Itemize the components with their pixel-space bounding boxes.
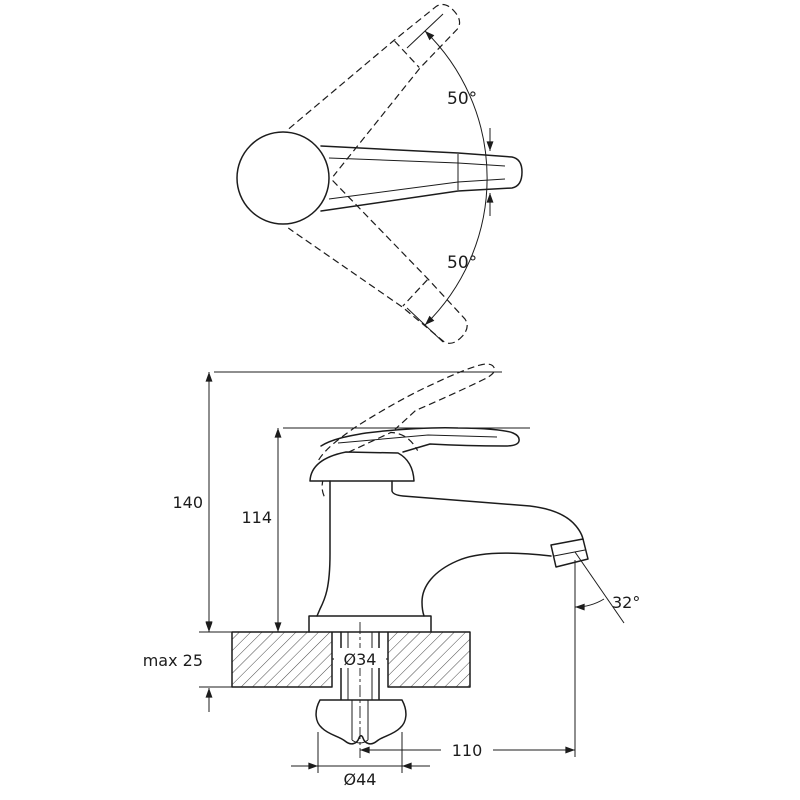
handle-ghost-capline [394, 40, 420, 68]
dim-110-label: 110 [452, 741, 483, 760]
spout-top-edge [391, 480, 585, 553]
handle-rotation-view: 50° 50° [236, 3, 523, 344]
dim-34-label: Ø34 [344, 650, 377, 669]
dim-32-label: 32° [612, 593, 640, 612]
upper-angle-label: 50° [447, 89, 477, 109]
dim-32-arc [574, 598, 605, 611]
dim-spout-angle: 32° [574, 551, 640, 624]
lower-angle-label: 50° [447, 253, 477, 273]
dim-base-diameter: Ø44 [291, 732, 430, 789]
dim-34-label-mask [334, 648, 386, 668]
faucet-side-view [231, 363, 589, 758]
countertop-outline [231, 631, 471, 688]
handle-ghost-path [288, 3, 461, 177]
aerator-innerline [553, 549, 586, 557]
spout-underside-edge [421, 552, 552, 617]
dim-32-angle-line [574, 551, 625, 624]
dim-max25-label: max 25 [143, 651, 203, 670]
countertop-hatch-right [388, 632, 470, 687]
handle-rotated-down-outline [287, 180, 468, 344]
dim-110-label-mask [441, 742, 493, 759]
handle-ghost-capline [402, 279, 428, 307]
dim-140-label: 140 [172, 493, 203, 512]
body-left-edge [316, 480, 331, 617]
handle-lever-innerline-top [328, 157, 506, 167]
dim-mounting-thickness: max 25 [143, 607, 232, 712]
handle-cap [309, 451, 415, 482]
countertop-hatch-left [232, 632, 332, 687]
dim-spout-reach: 110 [360, 560, 576, 760]
dim-140-extension-lines [199, 371, 502, 633]
handle-lever-outline [320, 145, 523, 212]
lever-ghost-path [318, 363, 496, 461]
handle-ghost-path [287, 180, 468, 344]
handle-knob [236, 131, 330, 225]
rotation-limit-tick-top [406, 13, 444, 49]
dimensions: 140 114 max 25 Ø34 32° [143, 371, 640, 789]
dim-44-label: Ø44 [344, 770, 377, 789]
dim-total-height: 140 [172, 371, 502, 633]
rotation-arc [424, 30, 488, 326]
cap-ghost-path [321, 431, 419, 497]
dim-spout-height: 114 [241, 427, 530, 632]
countertop [231, 631, 471, 688]
dim-hole-diameter: Ø34 [332, 648, 388, 669]
handle-rotated-up-outline [288, 3, 461, 177]
dim-114-label: 114 [241, 508, 272, 527]
handle-lever-side [320, 427, 520, 453]
handle-lever-innerline-bottom [328, 178, 506, 200]
mounting-nut [315, 699, 407, 745]
base-ring [308, 615, 432, 633]
rotation-limit-tick-bottom [406, 307, 444, 343]
handle-lever-side-innerline [337, 434, 498, 444]
